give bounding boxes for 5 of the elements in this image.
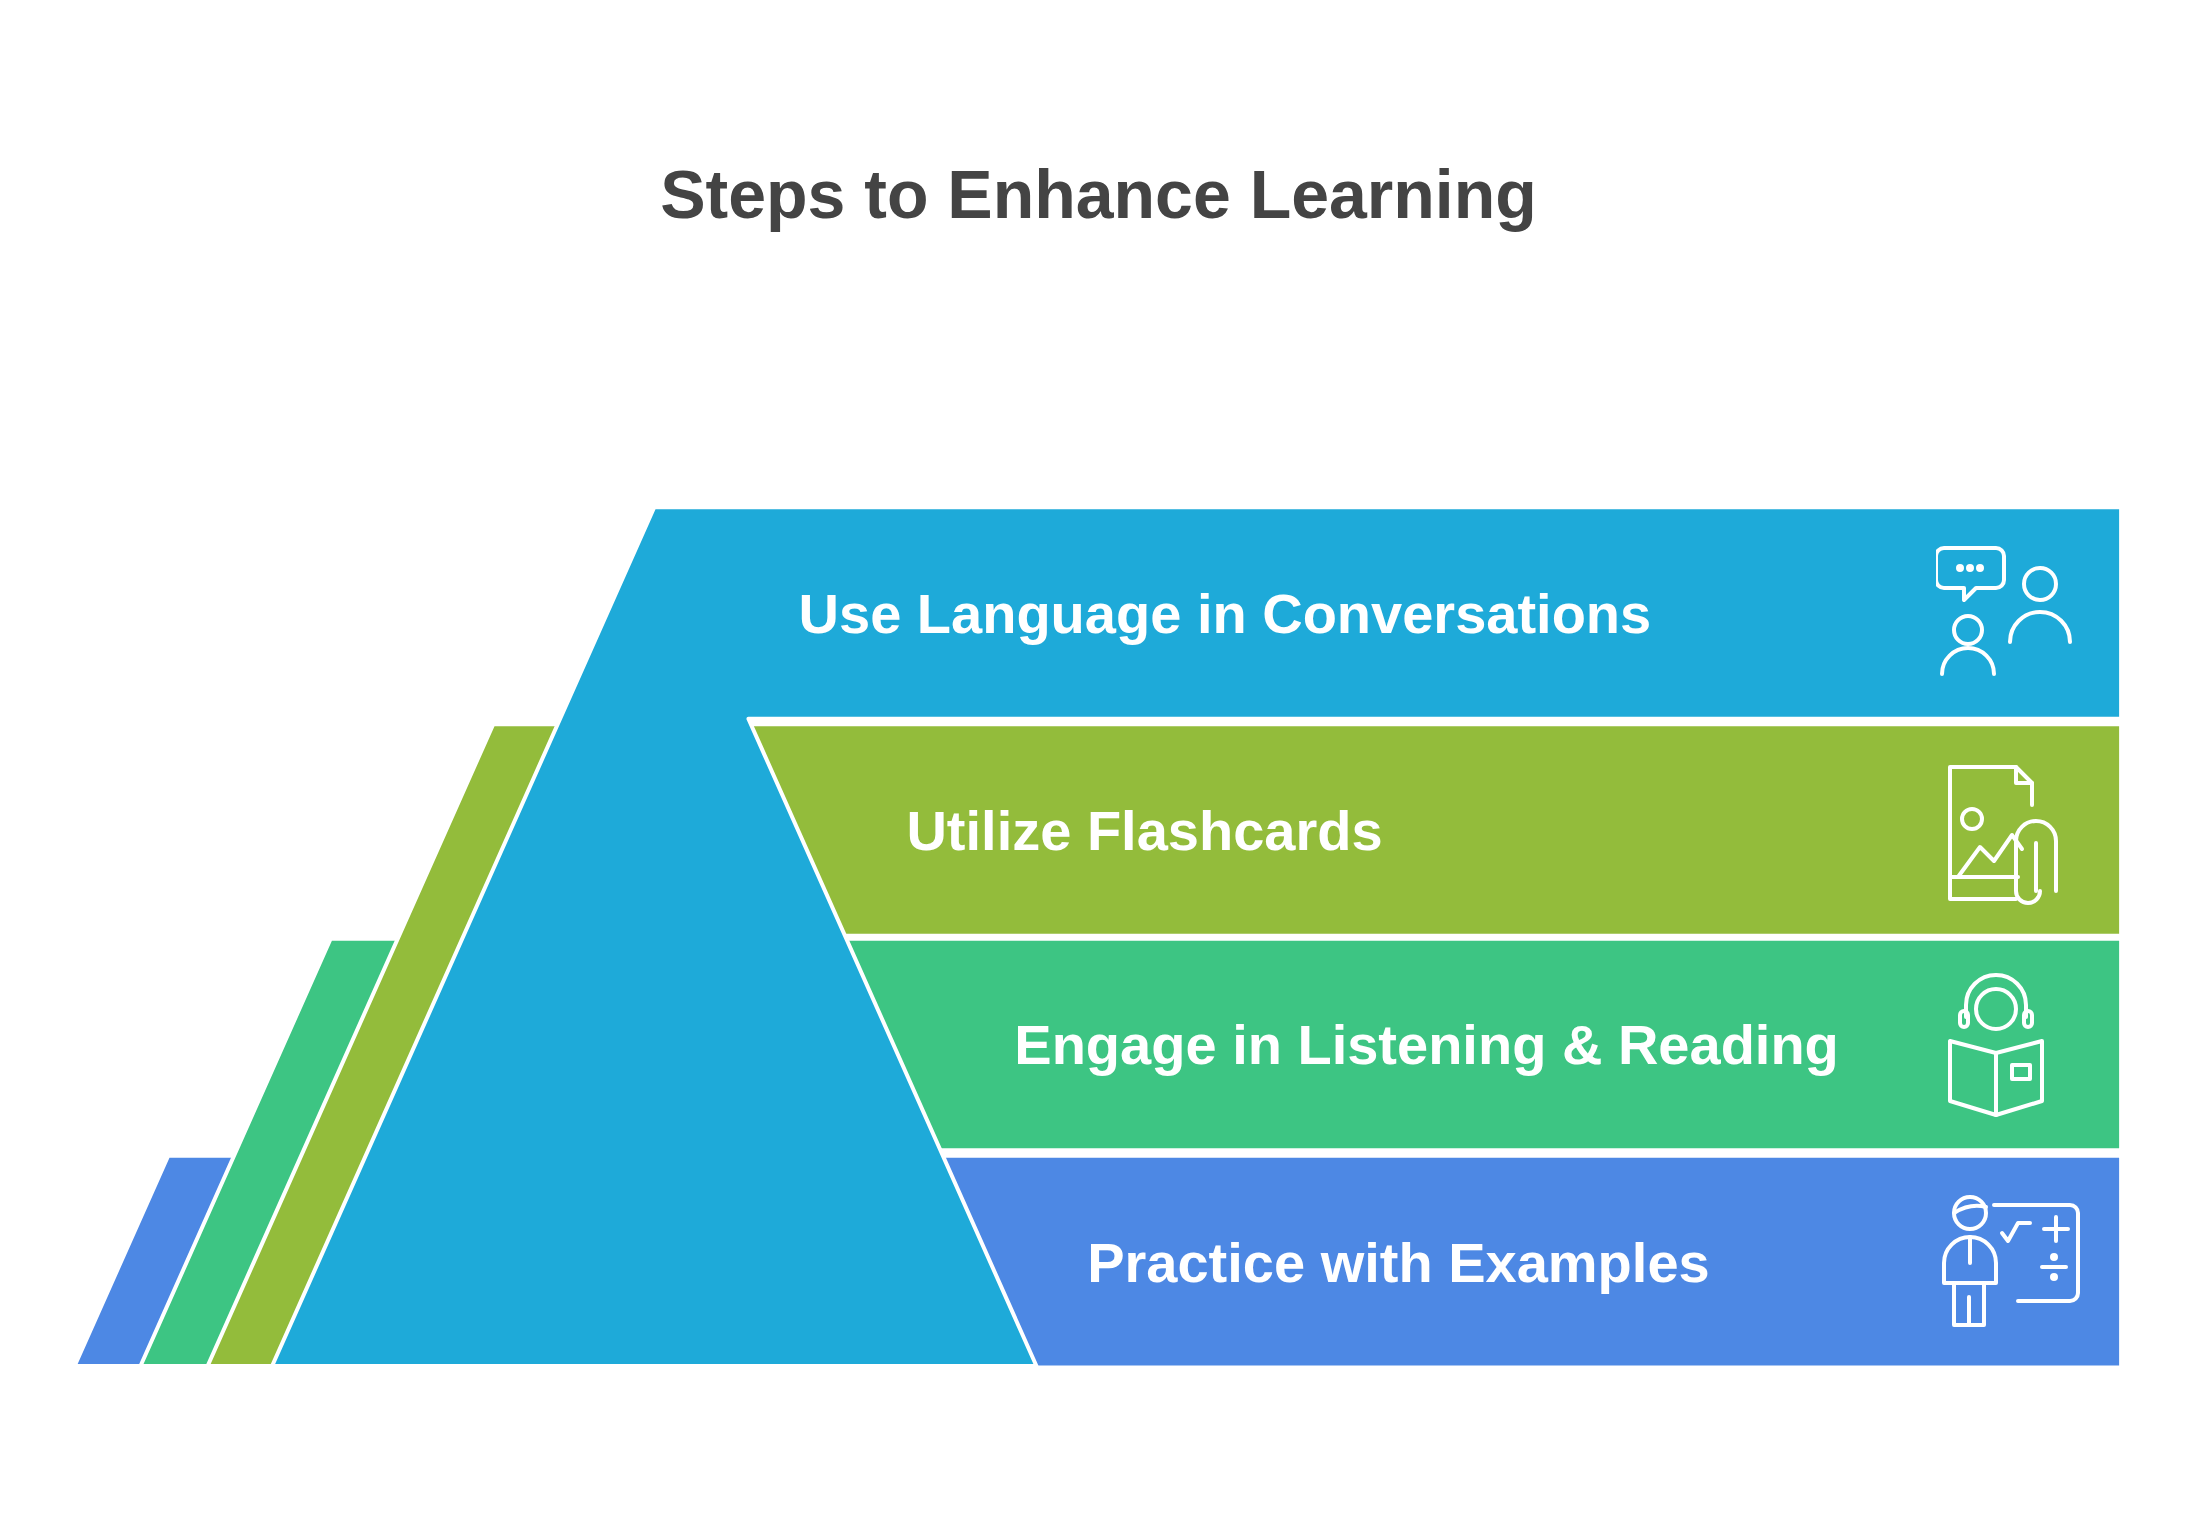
step-label: Utilize Flashcards <box>906 797 1383 863</box>
diagram-title: Steps to Enhance Learning <box>659 155 1538 233</box>
step-label: Use Language in Conversations <box>798 580 1652 646</box>
step-label: Engage in Listening & Reading <box>1014 1011 1839 1077</box>
step-label: Practice with Examples <box>1087 1229 1710 1295</box>
